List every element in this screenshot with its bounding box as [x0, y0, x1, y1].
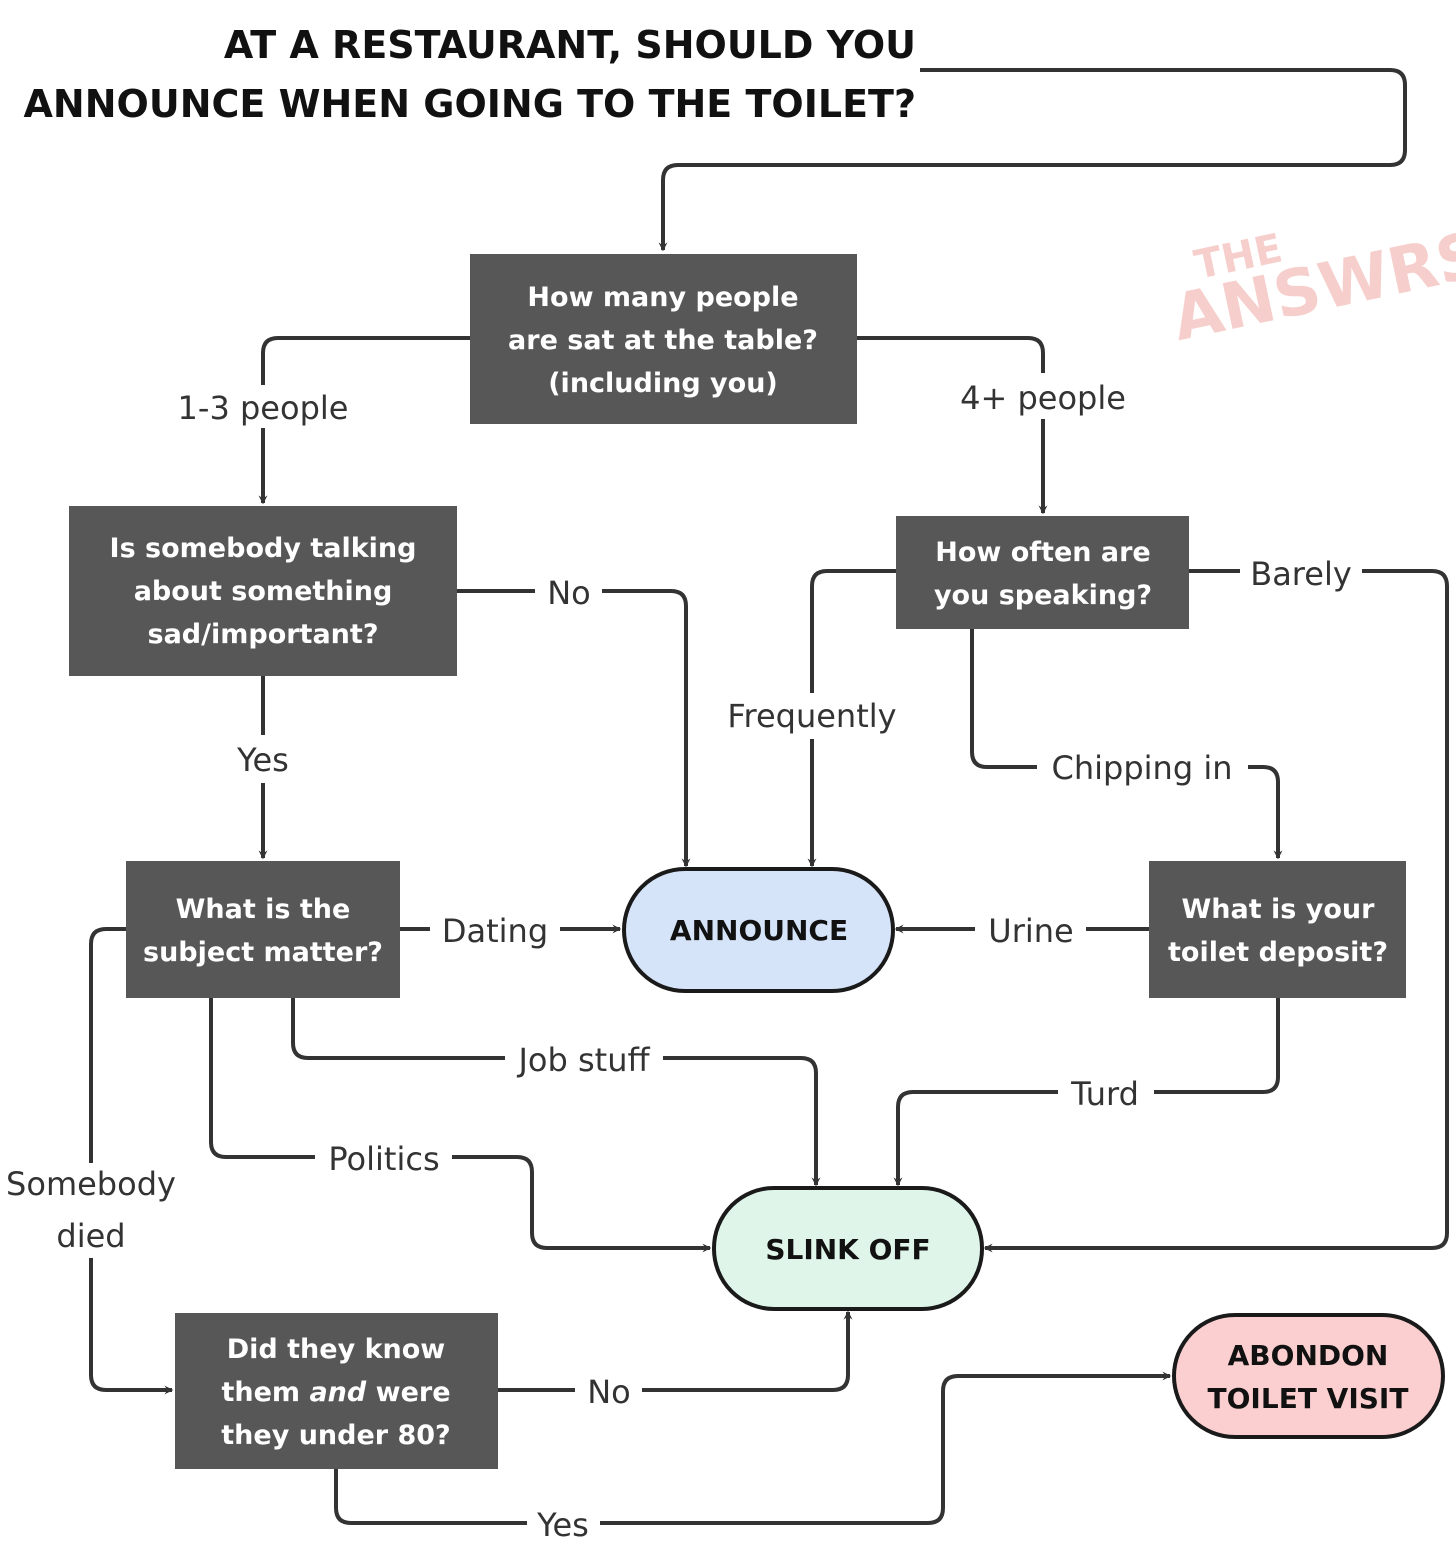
question-speaking: How often are you speaking?: [896, 516, 1189, 629]
edges: [89, 68, 1449, 1525]
label-chipping-in: Chipping in: [1052, 749, 1233, 787]
label-knew-yes: Yes: [536, 1506, 589, 1544]
end-abandon-line1: ABONDON: [1228, 1339, 1389, 1372]
label-1-3-people: 1-3 people: [178, 389, 349, 427]
question-people: How many people are sat at the table? (i…: [470, 254, 857, 424]
label-sad-yes: Yes: [236, 741, 289, 779]
end-abandon-line2: TOILET VISIT: [1208, 1382, 1409, 1415]
label-died: died: [56, 1217, 125, 1255]
end-announce: ANNOUNCE: [622, 867, 895, 993]
question-knew-line2: them and were: [221, 1377, 450, 1408]
question-knew-line2-a: them: [221, 1377, 309, 1408]
edge-deposit-turd: [898, 998, 1280, 1185]
question-knew-line2-b: and: [309, 1377, 366, 1408]
question-deposit: What is your toilet deposit?: [1149, 861, 1406, 998]
question-speaking-line1: How often are: [935, 537, 1150, 568]
edge-sad-no: [457, 589, 686, 866]
label-knew-no: No: [587, 1373, 631, 1411]
edge-people-to-speaking: [857, 336, 1043, 513]
question-sad-line1: Is somebody talking: [110, 533, 417, 564]
title-line2: ANNOUNCE WHEN GOING TO THE TOILET?: [24, 82, 916, 126]
edge-subject-job: [291, 998, 816, 1185]
label-frequently: Frequently: [727, 697, 896, 735]
question-subject-line1: What is the: [176, 894, 351, 925]
question-subject: What is the subject matter?: [126, 861, 400, 998]
question-speaking-line2: you speaking?: [934, 580, 1152, 611]
question-deposit-line2: toilet deposit?: [1168, 937, 1388, 968]
label-4-plus-people: 4+ people: [960, 379, 1126, 417]
question-sad-line2: about something: [134, 576, 393, 607]
edge-subject-politics: [209, 998, 710, 1248]
title-line1: AT A RESTAURANT, SHOULD YOU: [224, 23, 916, 67]
label-dating: Dating: [442, 912, 548, 950]
end-abandon: ABONDON TOILET VISIT: [1172, 1313, 1445, 1439]
question-people-line2: are sat at the table?: [508, 325, 818, 356]
edge-speaking-barely: [985, 569, 1449, 1248]
edge-subject-died: [89, 927, 172, 1390]
edge-speaking-frequently: [812, 569, 896, 866]
label-sad-no: No: [547, 574, 591, 612]
question-knew-line1: Did they know: [227, 1334, 446, 1365]
label-somebody: Somebody: [6, 1165, 176, 1203]
watermark-logo: THE ANSWRS: [1166, 218, 1456, 356]
label-urine: Urine: [988, 912, 1073, 950]
question-sad-line3: sad/important?: [148, 619, 379, 650]
label-politics: Politics: [328, 1140, 439, 1178]
label-job-stuff: Job stuff: [516, 1041, 650, 1079]
edge-title-to-people: [658, 68, 1407, 252]
edge-knew-no: [498, 1312, 848, 1392]
question-people-line3: (including you): [548, 368, 778, 399]
question-deposit-line1: What is your: [1182, 894, 1376, 925]
question-knew-line2-c: were: [366, 1377, 450, 1408]
label-turd: Turd: [1070, 1075, 1139, 1113]
end-slink-off-label: SLINK OFF: [765, 1233, 930, 1266]
edge-knew-yes: [334, 1376, 1170, 1525]
question-people-line1: How many people: [527, 282, 798, 313]
question-knew: Did they know them and were they under 8…: [175, 1313, 498, 1469]
label-barely: Barely: [1250, 555, 1352, 593]
edge-labels: 1-3 people 4+ people No Yes Frequently B…: [6, 379, 1352, 1544]
edge-people-to-sad: [263, 336, 470, 503]
end-slink-off: SLINK OFF: [712, 1186, 984, 1311]
end-announce-label: ANNOUNCE: [670, 914, 848, 947]
edge-speaking-chipping: [970, 629, 1278, 858]
question-sad: Is somebody talking about something sad/…: [69, 506, 457, 676]
question-subject-line2: subject matter?: [143, 937, 383, 968]
question-knew-line3: they under 80?: [221, 1420, 450, 1451]
